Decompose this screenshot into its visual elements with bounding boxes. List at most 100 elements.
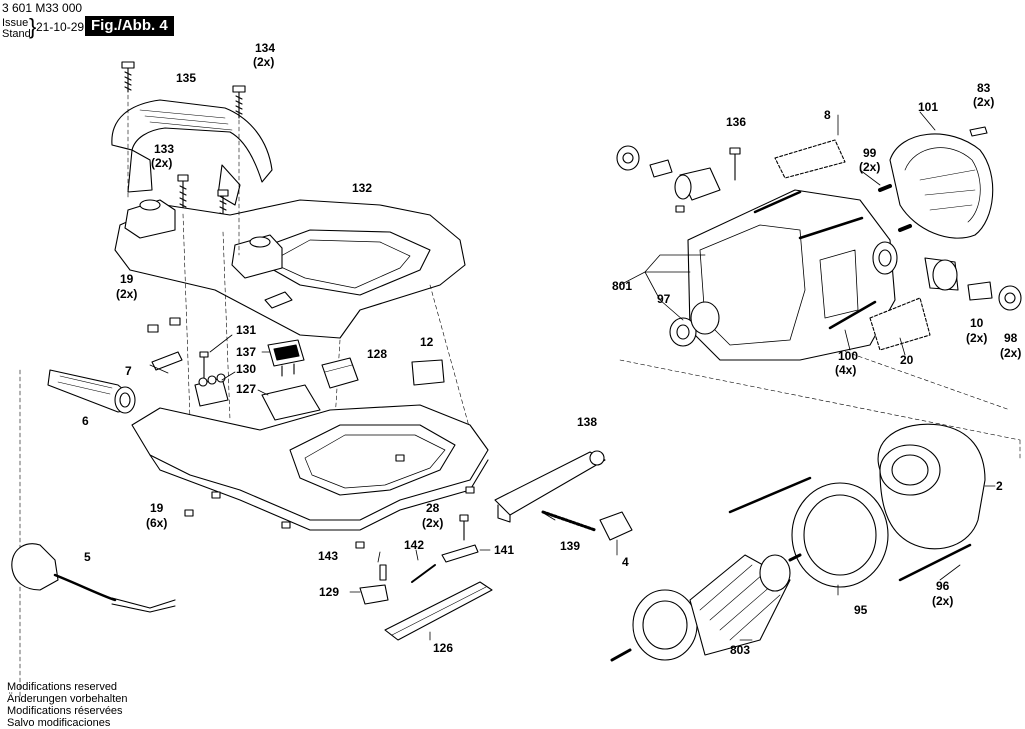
screw-133-drawing (177, 174, 229, 231)
housing-drawing (131, 404, 489, 531)
bearing-97-drawing (669, 301, 720, 347)
screw-small-drawing (675, 205, 685, 213)
part-19-bottom-label: 19 (150, 501, 164, 515)
bolt-96-bottom-drawing (898, 543, 972, 582)
brush-holder-right-drawing (924, 257, 1022, 311)
part-131-label: 131 (236, 323, 256, 337)
part-83-qty: (2x) (973, 95, 994, 109)
motor-housing-drawing (687, 189, 898, 361)
part-96-label: 96 (936, 579, 950, 593)
part-142-label: 142 (404, 538, 424, 552)
part-134-qty: (2x) (253, 55, 274, 69)
part-96-qty: (2x) (932, 594, 953, 608)
issue-brace: } (29, 14, 37, 39)
part-129-label: 129 (319, 585, 339, 599)
part-12-label: 12 (420, 335, 434, 349)
screw-28-drawing (459, 514, 469, 541)
label-20-drawing (869, 297, 931, 351)
issue-label: Issue Stand (2, 18, 31, 40)
screw-19-bottom-drawing (184, 454, 475, 549)
part-99-label: 99 (863, 146, 877, 160)
part-132-label: 132 (352, 181, 372, 195)
bolt-96-top-drawing (728, 476, 812, 514)
screw-19-top-drawing (147, 317, 181, 333)
part-141-label: 141 (494, 543, 514, 557)
switch-mechanism-drawing (359, 544, 493, 641)
terminal-block-drawing (194, 373, 229, 407)
part-100-label: 100 (838, 349, 858, 363)
part-95-label: 95 (854, 603, 868, 617)
document-number: 3 601 M33 000 (2, 1, 83, 15)
armature-drawing (610, 553, 802, 662)
stator-drawing (877, 423, 986, 550)
part-138-label: 138 (577, 415, 597, 429)
part-100-qty: (4x) (835, 363, 856, 377)
carry-handle-drawing (111, 99, 273, 206)
screw-83-drawing (969, 126, 988, 137)
footer-notice: Modifications reserved Änderungen vorbeh… (7, 681, 127, 729)
part-136-label: 136 (726, 115, 746, 129)
footer-line-es: Salvo modificaciones (7, 717, 111, 729)
part-10-qty: (2x) (966, 331, 987, 345)
part-7-label: 7 (125, 364, 132, 378)
part-97-label: 97 (657, 292, 671, 306)
screw-131-drawing (199, 351, 209, 379)
label-8-drawing (774, 139, 846, 179)
part-139-label: 139 (560, 539, 580, 553)
part-8-label: 8 (824, 108, 831, 122)
screw-136-drawing (729, 147, 741, 181)
clip-drawing (151, 351, 183, 371)
part-19-bottom-qty: (6x) (146, 516, 167, 530)
part-19-top-qty: (2x) (116, 287, 137, 301)
screw-100-drawing (753, 190, 877, 330)
part-19-top-label: 19 (120, 272, 134, 286)
footer-line-fr: Modifications réservées (7, 705, 123, 717)
screw-134-drawing (121, 61, 246, 119)
part-133-label: 133 (154, 142, 174, 156)
part-137-label: 137 (236, 345, 256, 359)
issue-date: 21-10-29 (36, 20, 85, 34)
part-135-label: 135 (176, 71, 196, 85)
part-4-label: 4 (622, 555, 629, 569)
issue-label-de: Stand (2, 28, 31, 40)
pin-99-drawing (878, 184, 912, 232)
part-801-label: 801 (612, 279, 632, 293)
part-2-label: 2 (996, 479, 1003, 493)
part-99-qty: (2x) (859, 160, 880, 174)
part-98-qty: (2x) (1000, 346, 1021, 360)
part-98-label: 98 (1004, 331, 1018, 345)
part-5-label: 5 (84, 550, 91, 564)
part-130-label: 130 (236, 362, 256, 376)
capacitor-drawing (321, 357, 359, 389)
part-10-label: 10 (970, 316, 984, 330)
issue-label-en: Issue (2, 17, 29, 29)
part-126-label: 126 (433, 641, 453, 655)
part-803-label: 803 (730, 643, 750, 657)
pcb-drawing (261, 384, 321, 421)
power-cord-drawing (11, 543, 176, 613)
part-83-label: 83 (977, 81, 991, 95)
part-28-qty: (2x) (422, 516, 443, 530)
part-28-label: 28 (426, 501, 440, 515)
assembly-lines (19, 94, 1021, 701)
fan-cover-drawing (889, 133, 994, 239)
leader-lines (149, 111, 996, 641)
footer-line-de: Änderungen vorbehalten (7, 693, 128, 705)
part-20-label: 20 (900, 353, 914, 367)
part-143-label: 143 (318, 549, 338, 563)
guide-rail-drawing (494, 450, 633, 541)
figure-label: Fig./Abb. 4 (85, 16, 174, 36)
air-guide-drawing (791, 482, 889, 588)
aux-handle-drawing (47, 369, 136, 414)
base-plate-drawing (114, 199, 466, 339)
part-6-label: 6 (82, 414, 89, 428)
part-127-label: 127 (236, 382, 256, 396)
switch-drawing (267, 339, 305, 377)
part-134-label: 134 (255, 41, 275, 55)
part-128-label: 128 (367, 347, 387, 361)
part-133-qty: (2x) (151, 156, 172, 170)
filter-drawing (411, 359, 445, 386)
part-101-label: 101 (918, 100, 938, 114)
brush-holder-left-drawing (616, 145, 721, 201)
